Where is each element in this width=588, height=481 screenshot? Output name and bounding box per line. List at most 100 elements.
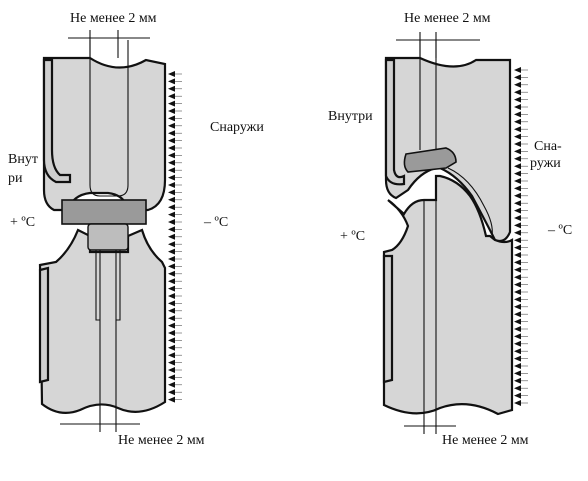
pressure-arrow — [168, 374, 175, 381]
pressure-arrow — [514, 96, 521, 103]
pressure-arrow — [514, 89, 521, 96]
pressure-arrow — [514, 244, 521, 251]
pressure-arrow — [514, 259, 521, 266]
pressure-arrow — [168, 285, 175, 292]
pressure-arrow — [168, 182, 175, 188]
pressure-arrow — [514, 126, 521, 133]
left-channel-lower — [99, 250, 117, 410]
pressure-arrow — [168, 152, 175, 159]
pressure-arrow — [514, 281, 521, 288]
pressure-arrow — [168, 248, 175, 255]
pressure-arrow — [168, 122, 175, 129]
pressure-arrow — [168, 115, 175, 122]
pressure-arrow — [168, 189, 175, 196]
pressure-arrow — [168, 241, 175, 248]
right-inner-coating — [384, 58, 406, 186]
pressure-arrow — [168, 270, 175, 277]
pressure-arrow — [514, 170, 521, 177]
right-minus-temp-label: – ºC — [547, 223, 572, 238]
pressure-arrow — [168, 137, 175, 144]
pressure-arrow — [514, 266, 521, 273]
left-lower-inner-coating — [38, 266, 50, 384]
pressure-arrow — [514, 340, 521, 347]
pressure-arrow — [514, 133, 521, 140]
pressure-arrow — [514, 111, 521, 118]
left-inside-label-1: Внут — [8, 152, 38, 167]
pressure-arrow — [168, 322, 175, 329]
left-upper-panel — [42, 56, 167, 212]
pressure-arrow — [168, 359, 175, 366]
pressure-arrow — [514, 363, 521, 369]
left-dim-bottom-label: Не менее 2 мм — [118, 433, 205, 448]
pressure-arrow — [168, 352, 175, 359]
pressure-arrow — [514, 252, 521, 258]
pressure-arrow — [168, 167, 175, 174]
left-plus-temp-label: + ºC — [10, 215, 35, 230]
pressure-arrow — [168, 344, 175, 351]
pressure-arrow — [168, 100, 175, 107]
pressure-arrow — [514, 141, 521, 147]
pressure-arrow — [168, 307, 175, 314]
pressure-arrow — [514, 333, 521, 340]
pressure-arrow — [514, 326, 521, 332]
pressure-arrow — [514, 296, 521, 303]
pressure-arrow — [514, 229, 521, 236]
left-dim-top-label: Не менее 2 мм — [70, 11, 157, 26]
pressure-arrow — [514, 207, 521, 214]
left-lower-panel — [38, 228, 167, 415]
left-outside-arrows — [168, 71, 182, 403]
right-curved-groove — [447, 167, 493, 237]
pressure-arrow — [168, 159, 175, 166]
pressure-arrow — [168, 211, 175, 218]
pressure-arrow — [514, 237, 521, 244]
right-outside-label-1: Сна- — [534, 139, 562, 154]
pressure-arrow — [514, 104, 521, 110]
pressure-arrow — [514, 215, 521, 221]
pressure-arrow — [168, 219, 175, 225]
pressure-arrow — [514, 222, 521, 229]
pressure-arrow — [168, 300, 175, 307]
pressure-arrow — [514, 318, 521, 325]
pressure-arrow — [168, 367, 175, 373]
pressure-arrow — [514, 392, 521, 399]
pressure-arrow — [514, 163, 521, 170]
left-channel-upper — [89, 40, 129, 197]
pressure-arrow — [168, 315, 175, 322]
pressure-arrow — [514, 74, 521, 81]
pressure-arrow — [168, 108, 175, 114]
pressure-arrow — [168, 145, 175, 151]
pressure-arrow — [514, 385, 521, 392]
left-inner-coating — [42, 58, 72, 184]
pressure-arrow — [168, 71, 175, 77]
pressure-arrow — [168, 196, 175, 203]
pressure-arrow — [168, 381, 175, 388]
pressure-arrow — [514, 400, 521, 406]
pressure-arrow — [168, 389, 175, 396]
pressure-arrow — [514, 377, 521, 384]
pressure-arrow — [514, 289, 521, 295]
pressure-arrow — [168, 337, 175, 344]
pressure-arrow — [514, 185, 521, 192]
pressure-arrow — [514, 274, 521, 281]
pressure-arrow — [514, 81, 521, 88]
left-seal-tongue — [87, 223, 129, 251]
pressure-arrow — [168, 263, 175, 270]
pressure-arrow — [514, 155, 521, 162]
right-channel-upper — [419, 40, 437, 150]
pressure-arrow — [514, 348, 521, 355]
pressure-arrow — [514, 67, 521, 73]
pressure-arrow — [514, 303, 521, 310]
right-seal-block — [403, 147, 457, 173]
right-outside-arrows — [514, 67, 528, 406]
pressure-arrow — [168, 226, 175, 233]
right-lower-inner-coating — [382, 254, 394, 384]
left-minus-temp-label: – ºC — [203, 215, 228, 230]
right-lower-panel — [382, 174, 514, 416]
pressure-arrow — [168, 330, 175, 336]
pressure-arrow — [514, 148, 521, 155]
pressure-arrow — [514, 178, 521, 184]
right-channel-lower — [423, 176, 437, 410]
pressure-arrow — [514, 192, 521, 199]
pressure-arrow — [514, 118, 521, 125]
